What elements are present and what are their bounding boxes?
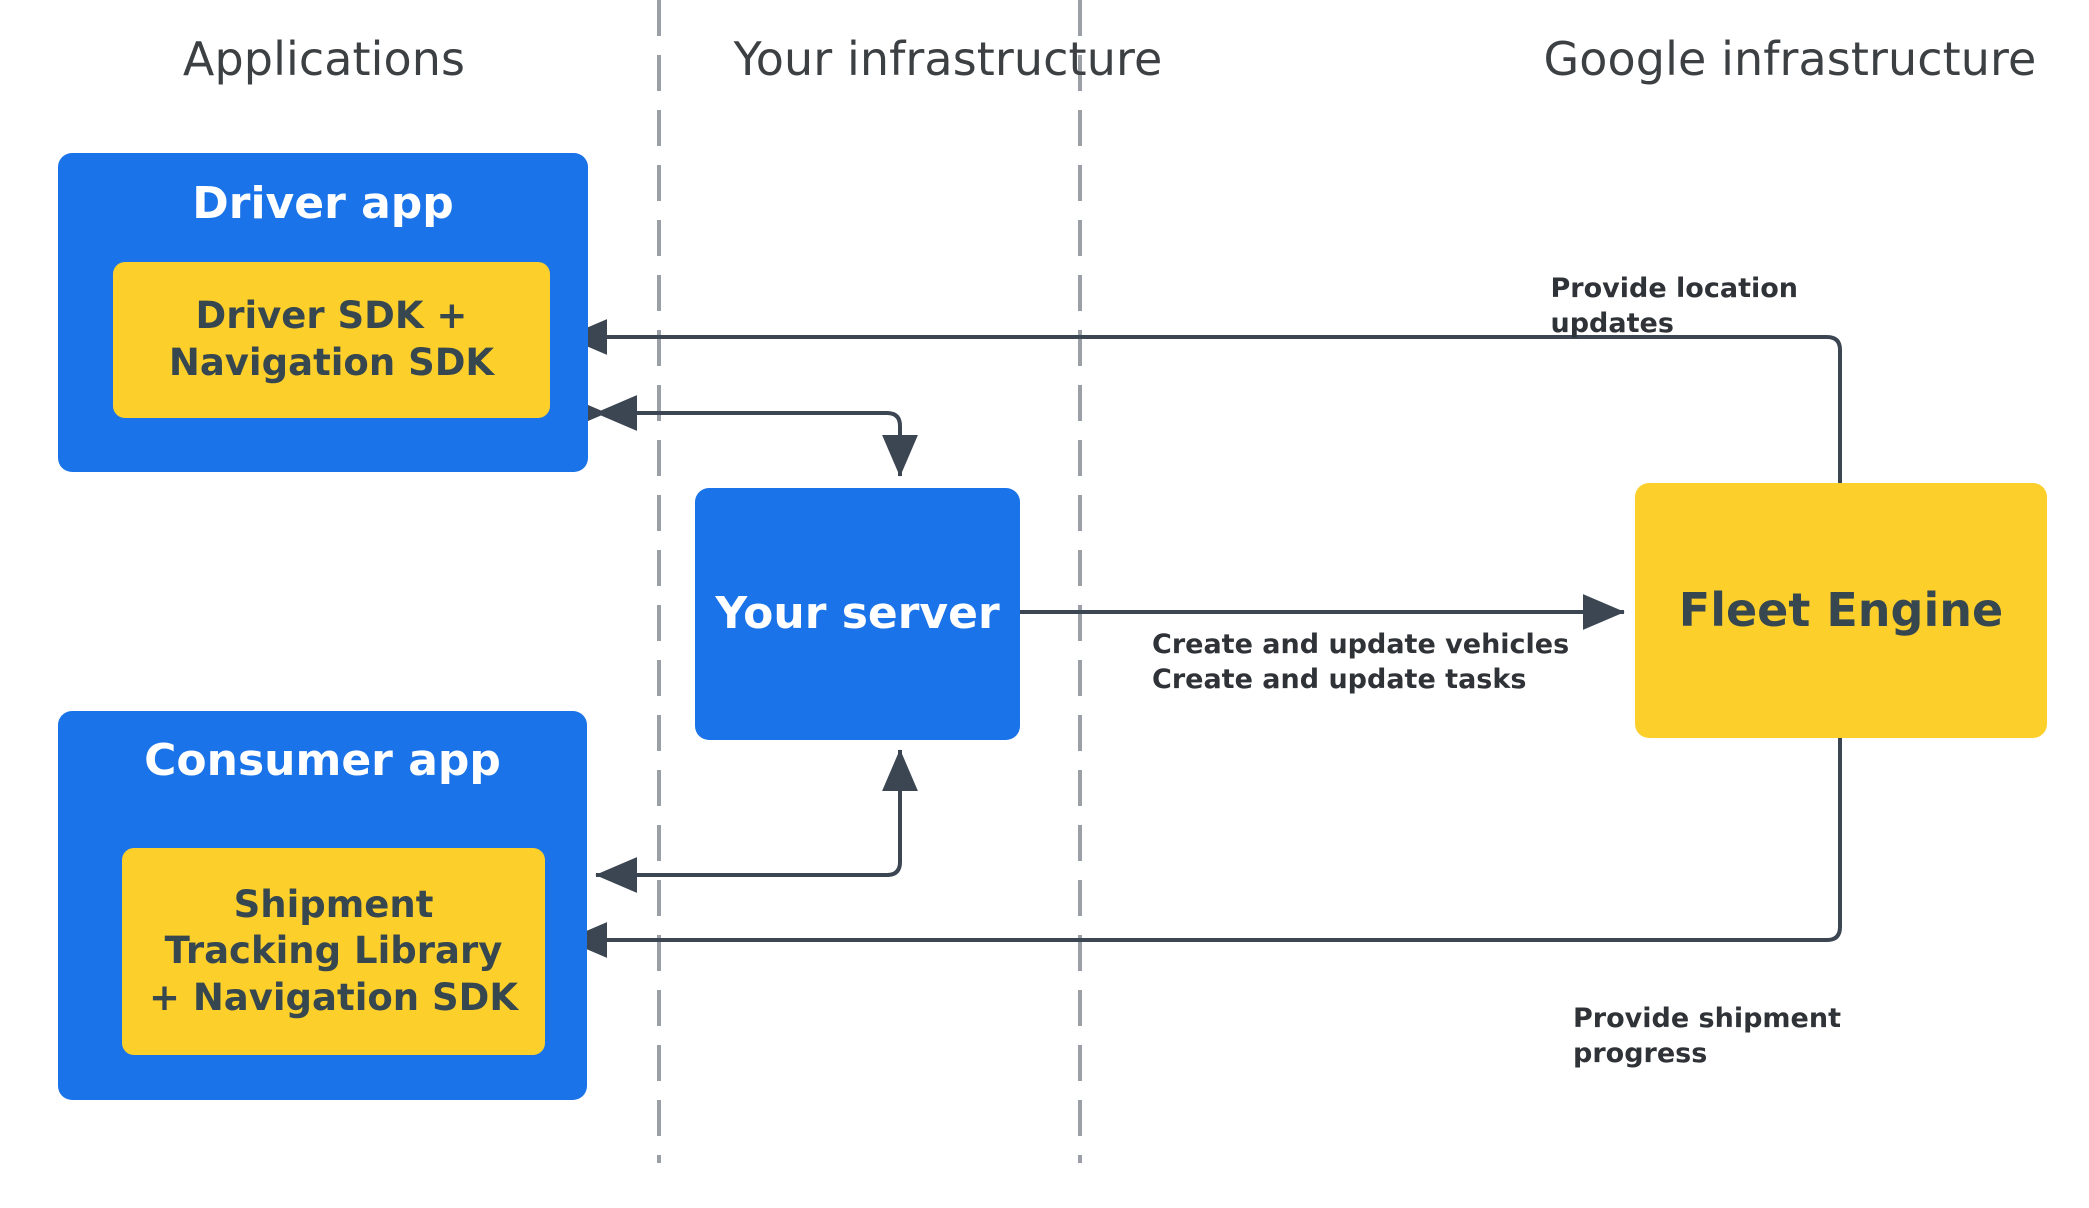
consumer-sdk-label: Shipment Tracking Library + Navigation S… <box>148 882 519 1019</box>
column-heading-your-infrastructure: Your infrastructure <box>733 32 1163 86</box>
edge-fleet-engine-to-driver-sdk <box>565 319 1842 483</box>
consumer-app-card[interactable]: Consumer app Shipment Tracking Library +… <box>58 711 587 1100</box>
driver-sdk-label: Driver SDK + Navigation SDK <box>168 294 495 384</box>
edge-label-provide-shipment-progress: Provide shipment progress <box>1573 1003 1841 1069</box>
consumer-sdk-card[interactable]: Shipment Tracking Library + Navigation S… <box>122 848 545 1055</box>
edge-label-provide-location-updates: Provide location updates <box>1550 273 1799 339</box>
consumer-app-title: Consumer app <box>144 735 501 786</box>
fleet-engine-box[interactable]: Fleet Engine <box>1635 483 2047 738</box>
edge-fleet-engine-to-consumer-app <box>565 738 1842 958</box>
driver-sdk-card[interactable]: Driver SDK + Navigation SDK <box>113 262 550 418</box>
fleet-engine-label: Fleet Engine <box>1678 583 2004 638</box>
edge-your-server-to-consumer-app <box>595 752 902 893</box>
driver-app-title: Driver app <box>192 178 454 229</box>
your-server-label: Your server <box>715 587 1000 639</box>
column-heading-google-infrastructure: Google infrastructure <box>1543 32 2037 86</box>
edge-label-create-and-update: Create and update vehicles Create and up… <box>1152 629 1570 695</box>
driver-app-card[interactable]: Driver app Driver SDK + Navigation SDK <box>58 153 588 472</box>
your-server-box[interactable]: Your server <box>695 488 1020 740</box>
column-heading-applications: Applications <box>182 32 466 86</box>
edge-driver-app-to-your-server <box>564 395 918 477</box>
